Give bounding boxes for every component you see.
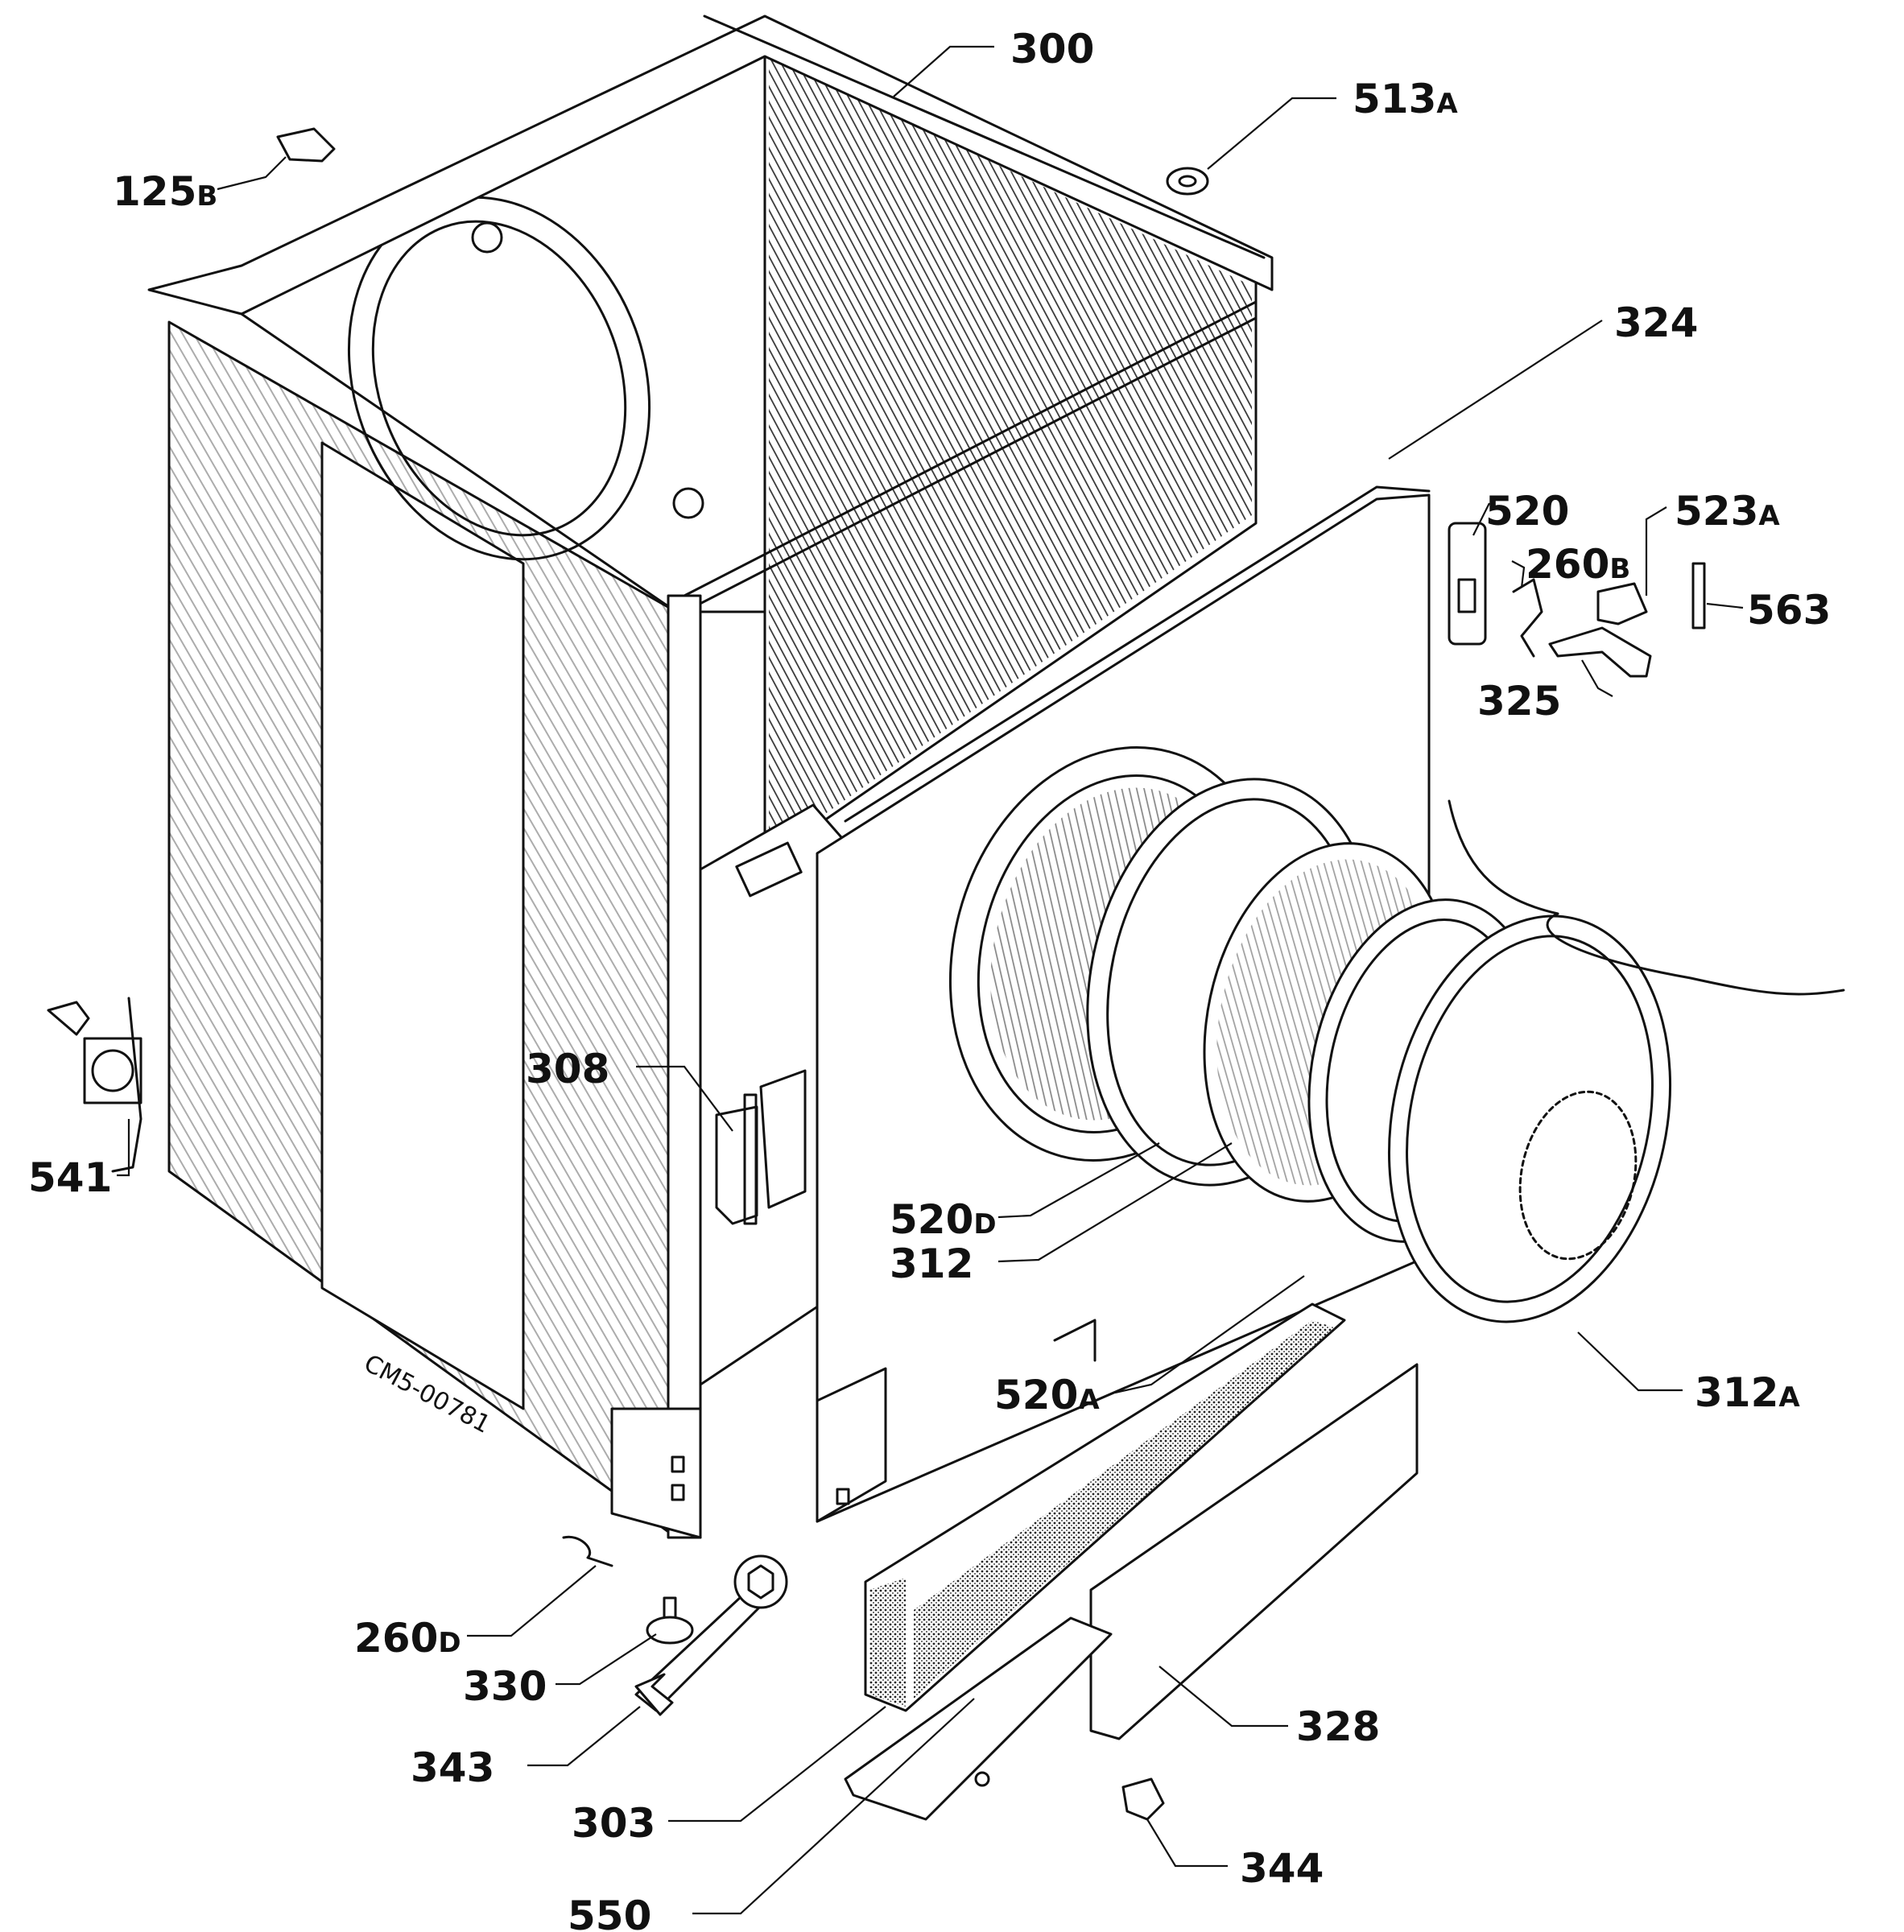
cabinet: CM5-00781 [147,14,1274,1539]
part-563 [1691,562,1706,630]
part-344 [1121,1777,1165,1821]
part-330 [646,1596,694,1645]
callout-labels: 300 513A 125B 324 520 523A 260B 563 325 … [28,26,1831,1932]
part-343 [634,1554,788,1716]
callout-541: 541 [28,1154,112,1201]
callout-303: 303 [572,1800,655,1847]
cabinet-side-window [320,441,525,1410]
door-assembly [1086,778,1672,1323]
callout-523a: 523A [1675,488,1780,535]
part-125b [276,127,336,163]
cabinet-foot-bracket [610,1407,702,1539]
part-541 [47,997,142,1173]
callout-300: 300 [1010,26,1094,72]
callout-344: 344 [1240,1845,1324,1892]
door-outer-frame [1387,914,1672,1323]
part-325 [1548,626,1652,678]
callout-563: 563 [1747,587,1831,634]
callout-330: 330 [463,1663,547,1710]
callout-513a: 513A [1353,76,1458,122]
callout-325: 325 [1477,678,1561,724]
callout-260d: 260D [354,1615,461,1662]
kick-plate [1089,1363,1419,1740]
callout-520a: 520A [994,1372,1100,1418]
part-523a [1596,582,1648,625]
leader-lines [117,45,1744,1915]
callout-328: 328 [1296,1703,1380,1750]
part-260d [562,1535,613,1567]
part-520 [1448,522,1487,646]
callout-125b: 125B [113,168,217,215]
callout-343: 343 [411,1744,494,1791]
part-513a [1166,167,1209,196]
callout-312a: 312A [1695,1369,1800,1416]
part-308 [715,1069,807,1225]
callout-324: 324 [1614,299,1698,346]
callout-520d: 520D [890,1196,997,1243]
kick-plate-filter [844,1302,1419,1821]
assembly-bracket [1448,799,1845,996]
callout-520: 520 [1485,488,1569,535]
small-parts [47,127,1706,1821]
callout-312: 312 [890,1241,973,1287]
callout-308: 308 [526,1046,609,1092]
part-260b [1512,578,1543,658]
callout-260b: 260B [1526,541,1630,588]
plinth-strip [844,1616,1113,1821]
callout-550: 550 [568,1893,651,1932]
